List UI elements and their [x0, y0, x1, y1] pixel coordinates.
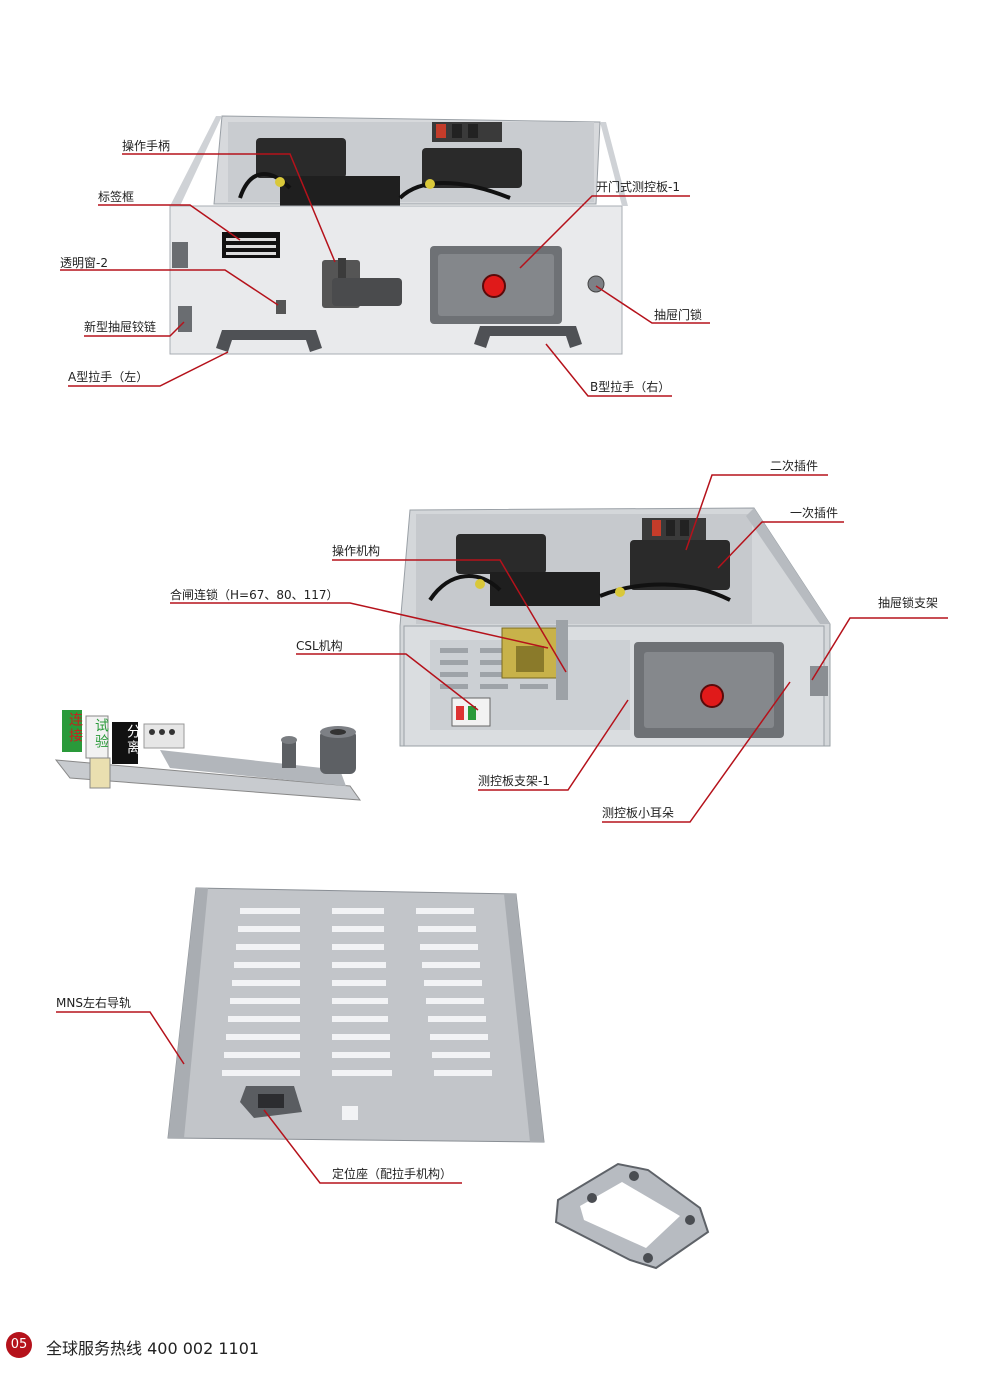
label-transparent-window: 透明窗-2: [60, 256, 108, 270]
label-mns-rail: MNS左右导轨: [56, 996, 131, 1010]
label-csl-mechanism: CSL机构: [296, 639, 343, 653]
label-panel-ear: 测控板小耳朵: [602, 806, 675, 820]
label-drawer-door-lock: 抽屉门锁: [654, 308, 703, 322]
label-pull-b: B型拉手（右）: [590, 380, 671, 394]
label-secondary-plug: 二次插件: [770, 459, 819, 473]
service-hotline: 全球服务热线 400 002 1101: [46, 1339, 260, 1358]
csl-sign-connect: 连接: [67, 712, 83, 744]
label-label-frame: 标签框: [98, 190, 135, 204]
label-operating-handle: 操作手柄: [122, 139, 171, 153]
label-control-panel-1: 开门式测控板-1: [596, 180, 680, 194]
label-closing-interlock: 合闸连锁（H=67、80、117）: [170, 588, 339, 602]
positioning-seat-photo: [554, 1162, 710, 1270]
label-drawer-hinge: 新型抽屉铰链: [84, 320, 157, 334]
csl-sign-test: 试验: [93, 718, 109, 750]
rail-tray-photo: [167, 887, 545, 1143]
label-drawer-lock-bracket: 抽屉锁支架: [878, 596, 939, 610]
csl-mechanism-photo: [54, 710, 362, 801]
label-operating-mechanism: 操作机构: [332, 544, 381, 558]
label-positioning-seat: 定位座（配拉手机构）: [332, 1167, 453, 1181]
label-pull-a: A型拉手（左）: [68, 370, 149, 384]
label-primary-plug: 一次插件: [790, 506, 839, 520]
drawer-front-photo: [169, 115, 628, 355]
drawer-internal-photo: [399, 507, 831, 747]
page-number-badge: 05: [6, 1332, 32, 1358]
label-panel-bracket: 测控板支架-1: [478, 774, 550, 788]
csl-sign-separate: 分离: [125, 724, 141, 756]
